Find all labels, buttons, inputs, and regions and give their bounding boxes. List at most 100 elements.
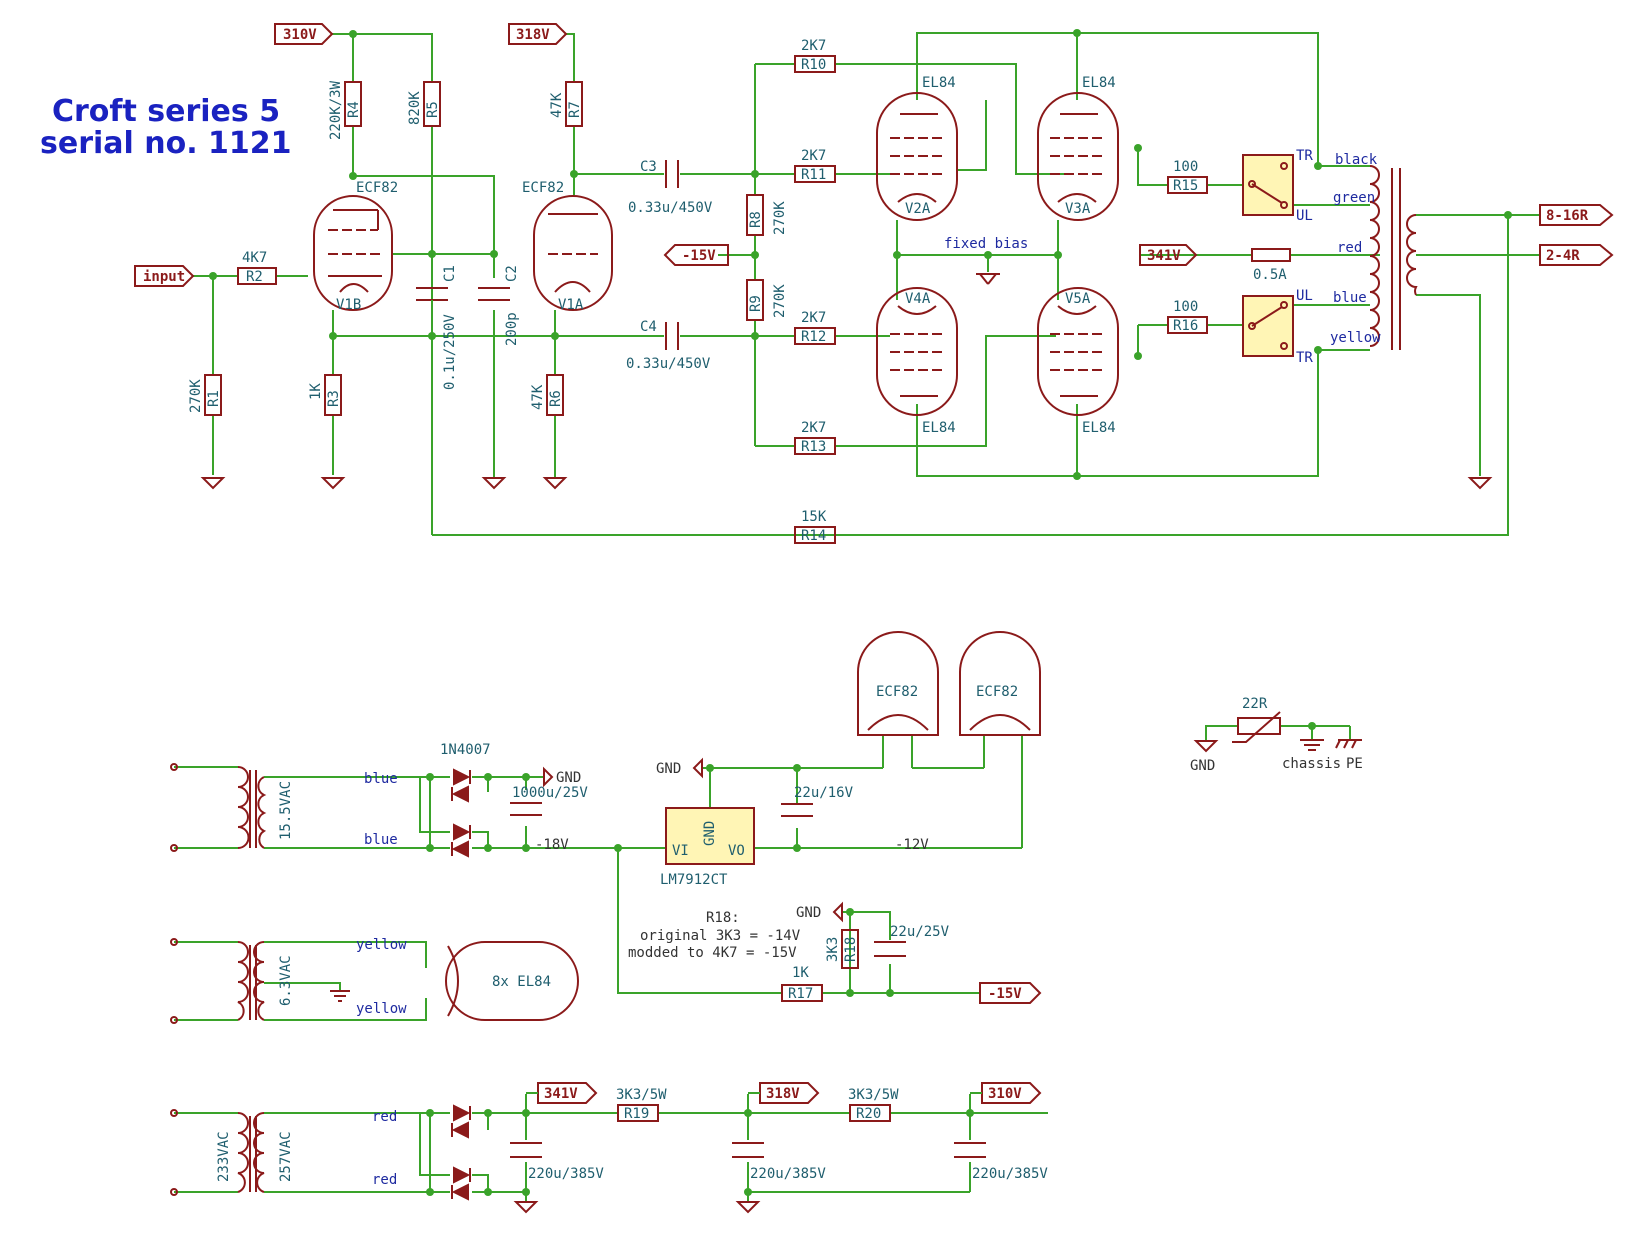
svg-text:3K3/5W: 3K3/5W	[616, 1087, 667, 1103]
svg-text:R1: R1	[206, 390, 222, 407]
resistor-r5: R5 820K	[407, 81, 441, 127]
svg-text:EL84: EL84	[922, 75, 956, 91]
r18-note-3: modded to 4K7 = -15V	[628, 945, 797, 961]
svg-text:220K/3W: 220K/3W	[328, 80, 344, 140]
minus12v-label: -12V	[895, 837, 929, 853]
svg-text:100: 100	[1173, 159, 1198, 175]
svg-text:UL: UL	[1296, 288, 1313, 304]
svg-text:black: black	[1335, 152, 1378, 168]
svg-text:UL: UL	[1296, 208, 1313, 224]
svg-text:22u/25V: 22u/25V	[890, 924, 950, 940]
svg-text:red: red	[372, 1172, 397, 1188]
svg-text:3K3/5W: 3K3/5W	[848, 1087, 899, 1103]
svg-text:green: green	[1333, 190, 1375, 206]
svg-text:GND: GND	[556, 770, 581, 786]
gnd-flag-3: GND	[796, 901, 843, 923]
gnd-label: GND	[1190, 758, 1215, 774]
resistor-r7: R7 47K	[549, 81, 583, 127]
svg-text:1000u/25V: 1000u/25V	[512, 785, 588, 801]
svg-text:GND: GND	[702, 821, 718, 846]
svg-text:GND: GND	[656, 761, 681, 777]
minus18v-label: -18V	[535, 837, 569, 853]
resistor-r11: R11 2K7	[794, 148, 836, 183]
svg-text:EL84: EL84	[1082, 75, 1116, 91]
svg-text:EL84: EL84	[922, 420, 956, 436]
svg-text:ECF82: ECF82	[522, 180, 564, 196]
svg-text:270K: 270K	[772, 284, 788, 318]
resistor-r18: R18 3K3	[825, 929, 859, 969]
title-line2: serial no. 1121	[40, 126, 292, 161]
svg-text:LM7912CT: LM7912CT	[660, 872, 728, 888]
svg-text:R6: R6	[548, 390, 564, 407]
r18-note-2: original 3K3 = -14V	[640, 928, 801, 944]
svg-text:V1A: V1A	[558, 297, 584, 313]
output-transformer: black green red blue yellow	[1330, 152, 1418, 350]
svg-text:R20: R20	[856, 1106, 881, 1122]
diode-bridge-lv: 1N4007	[440, 742, 491, 858]
ntc-22r: 22R	[1232, 696, 1281, 743]
capacitor-c2: C2 200p	[478, 265, 520, 346]
title-line1: Croft series 5	[52, 94, 280, 129]
svg-text:-15V: -15V	[988, 986, 1022, 1002]
svg-text:3K3: 3K3	[825, 937, 841, 962]
capacitor-220b: 220u/385V	[732, 1142, 826, 1182]
svg-text:R8: R8	[748, 211, 764, 228]
r18-note-1: R18:	[706, 910, 740, 926]
heater-tube-1: ECF82	[857, 631, 939, 736]
fuse: 0.5A	[1251, 248, 1291, 283]
svg-text:270K: 270K	[188, 379, 204, 413]
svg-text:2K7: 2K7	[801, 38, 826, 54]
capacitor-1000u: 1000u/25V	[510, 785, 588, 816]
svg-text:red: red	[1337, 240, 1362, 256]
svg-text:C3: C3	[640, 159, 657, 175]
svg-text:47K: 47K	[549, 92, 565, 118]
resistor-r13: R13 2K7	[794, 420, 836, 455]
svg-text:R3: R3	[326, 390, 342, 407]
svg-text:R19: R19	[624, 1106, 649, 1122]
svg-text:8-16R: 8-16R	[1546, 208, 1589, 224]
resistor-r10: R10 2K7	[794, 38, 836, 73]
svg-text:220u/385V: 220u/385V	[750, 1166, 826, 1182]
svg-text:1N4007: 1N4007	[440, 742, 491, 758]
svg-text:ECF82: ECF82	[976, 684, 1018, 700]
svg-text:yellow: yellow	[1330, 330, 1381, 346]
resistor-r12: R12 2K7	[794, 310, 836, 345]
svg-text:R5: R5	[425, 101, 441, 118]
wiring-top	[193, 32, 1540, 536]
capacitor-22u16: 22u/16V	[781, 785, 854, 817]
svg-text:V4A: V4A	[905, 291, 931, 307]
output-port-2-4: 2-4R	[1539, 244, 1614, 266]
svg-text:yellow: yellow	[356, 1001, 407, 1017]
fixed-bias-label: fixed bias	[944, 236, 1028, 252]
svg-text:4K7: 4K7	[242, 250, 267, 266]
svg-text:ECF82: ECF82	[356, 180, 398, 196]
switch-bottom: UL TR	[1242, 288, 1313, 366]
resistor-r4: R4 220K/3W	[328, 80, 362, 140]
svg-text:22R: 22R	[1242, 696, 1268, 712]
svg-text:2K7: 2K7	[801, 148, 826, 164]
svg-text:200p: 200p	[504, 312, 520, 346]
svg-text:1K: 1K	[792, 965, 809, 981]
svg-text:341V: 341V	[1147, 248, 1181, 264]
svg-text:blue: blue	[364, 832, 398, 848]
svg-text:R17: R17	[788, 986, 813, 1002]
resistor-r9: R9 270K	[746, 279, 788, 321]
gnd-flag-2: GND	[656, 757, 703, 779]
svg-text:EL84: EL84	[1082, 420, 1116, 436]
diode-bridge-hv	[451, 1104, 471, 1201]
svg-text:0.33u/450V: 0.33u/450V	[626, 356, 711, 372]
tube-v1b: V1B ECF82	[313, 180, 398, 313]
svg-text:2-4R: 2-4R	[1546, 248, 1580, 264]
switch-top: TR UL	[1242, 148, 1313, 224]
svg-text:V1B: V1B	[336, 297, 361, 313]
transformer-t1: 15.5VAC blue blue	[170, 763, 398, 852]
svg-text:820K: 820K	[407, 91, 423, 125]
rail-label-341-psu: 341V	[526, 1082, 598, 1104]
tube-v3a: V3A EL84	[1037, 75, 1119, 221]
heater-el84-bank: 8x EL84	[445, 941, 579, 1021]
svg-text:2K7: 2K7	[801, 310, 826, 326]
rail-label-341-top: 341V	[1139, 244, 1198, 266]
svg-text:233VAC: 233VAC	[216, 1131, 232, 1182]
svg-text:VO: VO	[728, 843, 745, 859]
resistor-r19: R19 3K3/5W	[616, 1087, 667, 1122]
